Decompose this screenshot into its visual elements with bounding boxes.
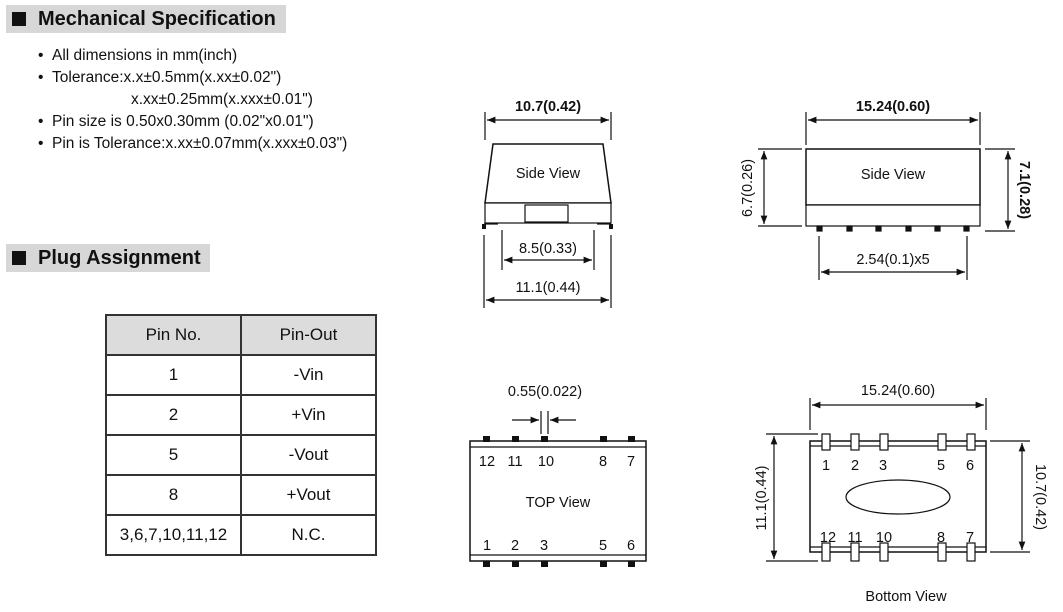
pin-function: +Vout [240,474,377,516]
top-pin-label: 11 [507,454,522,470]
plug-assignment-title: Plug Assignment [38,246,201,269]
spec-bullet-list: •All dimensions in mm(inch) •Tolerance:x… [38,45,347,155]
bottom-pin-label: 8 [937,530,945,546]
table-row: 1-Vin [105,354,377,396]
side-view-small [482,112,613,308]
side2-view-label: Side View [861,167,926,183]
bottom-pin-label: 10 [876,530,892,546]
header-pin-out: Pin-Out [240,314,377,356]
side1-width-dim: 10.7(0.42) [515,99,581,115]
side1-view-label: Side View [516,166,581,182]
bottom-pin-label: 12 [820,530,836,546]
header-pin-no: Pin No. [105,314,242,356]
list-item: •Pin size is 0.50x0.30mm (0.02"x0.01") [38,113,314,130]
pin-number: 3,6,7,10,11,12 [105,514,242,556]
table-row: 5-Vout [105,434,377,476]
bottom-pin-label: 6 [966,458,974,474]
pin-function: +Vin [240,394,377,436]
side2-pitch-dim: 2.54(0.1)x5 [856,252,929,268]
bottom-pin-label: 3 [879,458,887,474]
table-row: 8+Vout [105,474,377,516]
top-view [469,411,647,567]
list-item: •Pin is Tolerance:x.xx±0.07mm(x.xxx±0.03… [38,135,348,152]
side2-total-height-dim: 7.1(0.28) [1016,161,1032,219]
side2-height-dim: 6.7(0.26) [740,159,756,217]
bottom-view [766,398,1030,562]
mechanical-spec-heading: Mechanical Specification [6,5,286,33]
pin-number: 5 [105,434,242,476]
side1-bottom-dim: 11.1(0.44) [515,280,580,296]
list-item: •Tolerance:x.x±0.5mm(x.xx±0.02") [38,69,282,86]
list-item: •All dimensions in mm(inch) [38,47,238,64]
pin-function: N.C. [240,514,377,556]
bottom-view-label: Bottom View [865,589,947,605]
table-header-row: Pin No. Pin-Out [105,314,377,356]
heading-square-icon [12,12,26,26]
side-view-large [758,112,1015,280]
pin-number: 1 [105,354,242,396]
top-pin-label: 7 [627,454,635,470]
top-pin-label: 3 [540,538,548,554]
pin-function: -Vin [240,354,377,396]
pin-number: 2 [105,394,242,436]
heading-square-icon [12,251,26,265]
mechanical-spec-title: Mechanical Specification [38,7,276,30]
bottom-pin-label: 1 [822,458,830,474]
list-item: x.xx±0.25mm(x.xxx±0.01") [131,91,313,108]
top-pin-label: 10 [538,454,554,470]
top-pin-label: 2 [511,538,519,554]
top-pin-label: 6 [627,538,635,554]
bottom-pin-label: 11 [847,530,862,546]
bottom-right-dim: 10.7(0.42) [1032,464,1048,530]
top-pin-size-dim: 0.55(0.022) [508,384,582,400]
bottom-left-dim: 11.1(0.44) [754,465,770,530]
bottom-pin-label: 5 [937,458,945,474]
top-view-label: TOP View [526,495,591,511]
pin-assignment-table: Pin No. Pin-Out 1-Vin 2+Vin 5-Vout 8+Vou… [105,314,377,556]
bottom-pin-label: 2 [851,458,859,474]
side2-width-dim: 15.24(0.60) [856,99,930,115]
bottom-pin-label: 7 [966,530,974,546]
side1-inner-dim: 8.5(0.33) [519,241,577,257]
top-pin-label: 8 [599,454,607,470]
table-row: 2+Vin [105,394,377,436]
top-pin-label: 5 [599,538,607,554]
pin-function: -Vout [240,434,377,476]
top-pin-label: 1 [483,538,491,554]
top-pin-label: 12 [479,454,495,470]
bottom-width-dim: 15.24(0.60) [861,383,935,399]
pin-number: 8 [105,474,242,516]
plug-assignment-heading: Plug Assignment [6,244,210,272]
